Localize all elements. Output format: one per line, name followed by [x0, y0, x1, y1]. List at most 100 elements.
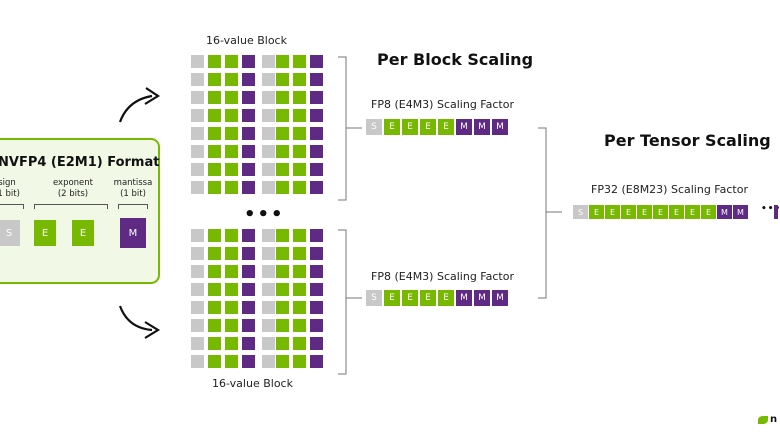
- arrow-up-curve: [118, 94, 153, 123]
- scaling-bit-e: E: [621, 205, 636, 219]
- value-cell: [310, 145, 323, 158]
- value-cell: [262, 91, 275, 104]
- value-cell: [208, 247, 221, 260]
- arrow-down-head: [144, 321, 161, 339]
- value-cell: [310, 265, 323, 278]
- fp8-label-bottom: FP8 (E4M3) Scaling Factor: [371, 270, 514, 283]
- value-cell: [208, 265, 221, 278]
- scaling-bit-s: S: [366, 119, 382, 135]
- value-cell: [191, 73, 204, 86]
- value-cell: [293, 229, 306, 242]
- scaling-bit-e: E: [653, 205, 668, 219]
- exponent-brace: [34, 204, 108, 209]
- scaling-bit-s: S: [573, 205, 588, 219]
- fp32-ellipsis: •••: [761, 204, 780, 214]
- value-cell: [310, 319, 323, 332]
- format-title: NVFP4 (E2M1) Format: [0, 155, 160, 170]
- value-cell: [225, 355, 238, 368]
- value-cell: [242, 91, 255, 104]
- tensor-bracket: [538, 127, 562, 299]
- scaling-bit-e: E: [402, 290, 418, 306]
- value-cell: [262, 283, 275, 296]
- value-cell: [293, 127, 306, 140]
- value-cell: [262, 229, 275, 242]
- value-cell: [242, 265, 255, 278]
- value-cell: [208, 55, 221, 68]
- value-cell: [242, 229, 255, 242]
- value-cell: [242, 127, 255, 140]
- value-cell: [293, 319, 306, 332]
- value-cell: [276, 301, 289, 314]
- value-grid-bottom: [191, 229, 323, 368]
- value-cell: [208, 109, 221, 122]
- value-cell: [208, 91, 221, 104]
- value-cell: [262, 55, 275, 68]
- mantissa-label: mantissa (1 bit): [110, 178, 156, 200]
- value-cell: [276, 55, 289, 68]
- scaling-bit-m: M: [492, 290, 508, 306]
- value-cell: [310, 301, 323, 314]
- scaling-bit-m: M: [474, 290, 490, 306]
- value-cell: [293, 265, 306, 278]
- value-cell: [208, 229, 221, 242]
- value-cell: [225, 73, 238, 86]
- block-label-bottom: 16-value Block: [212, 377, 293, 390]
- fp8-label-top: FP8 (E4M3) Scaling Factor: [371, 98, 514, 111]
- scaling-bit-m: M: [717, 205, 732, 219]
- mantissa-bits-text: (1 bit): [120, 189, 146, 199]
- value-cell: [208, 337, 221, 350]
- value-cell: [191, 229, 204, 242]
- value-cell: [208, 283, 221, 296]
- scaling-bit-e: E: [420, 290, 436, 306]
- value-cell: [225, 91, 238, 104]
- value-cell: [225, 319, 238, 332]
- value-cell: [310, 181, 323, 194]
- value-cell: [191, 337, 204, 350]
- value-cell: [225, 109, 238, 122]
- scaling-bit-e: E: [605, 205, 620, 219]
- value-cell: [191, 91, 204, 104]
- value-cell: [225, 283, 238, 296]
- value-cell: [191, 301, 204, 314]
- value-cell: [225, 163, 238, 176]
- value-cell: [191, 355, 204, 368]
- value-cell: [242, 145, 255, 158]
- value-cell: [242, 283, 255, 296]
- sign-label-text: sign: [0, 178, 16, 188]
- block-bracket-bottom: [338, 229, 362, 375]
- value-cell: [310, 283, 323, 296]
- value-cell: [191, 163, 204, 176]
- value-cell: [262, 145, 275, 158]
- scaling-bit-e: E: [402, 119, 418, 135]
- value-cell: [225, 145, 238, 158]
- value-cell: [191, 283, 204, 296]
- value-cell: [276, 247, 289, 260]
- value-cell: [262, 247, 275, 260]
- scaling-bit-s: S: [366, 290, 382, 306]
- value-cell: [242, 109, 255, 122]
- scaling-bit-e: E: [669, 205, 684, 219]
- value-cell: [293, 283, 306, 296]
- exponent-bits-text: (2 bits): [57, 189, 89, 199]
- value-cell: [191, 181, 204, 194]
- value-cell: [293, 55, 306, 68]
- value-cell: [225, 247, 238, 260]
- value-cell: [225, 55, 238, 68]
- value-cell: [276, 229, 289, 242]
- value-cell: [191, 319, 204, 332]
- value-cell: [310, 73, 323, 86]
- sign-bits-text: (1 bit): [0, 189, 20, 199]
- scaling-bit-e: E: [384, 290, 400, 306]
- value-cell: [208, 181, 221, 194]
- value-cell: [276, 181, 289, 194]
- value-cell: [310, 91, 323, 104]
- value-cell: [293, 247, 306, 260]
- exponent-bit-square-1: E: [34, 220, 56, 246]
- value-cell: [262, 109, 275, 122]
- value-cell: [276, 337, 289, 350]
- value-cell: [310, 337, 323, 350]
- value-cell: [293, 91, 306, 104]
- scaling-bit-e: E: [685, 205, 700, 219]
- value-cell: [310, 229, 323, 242]
